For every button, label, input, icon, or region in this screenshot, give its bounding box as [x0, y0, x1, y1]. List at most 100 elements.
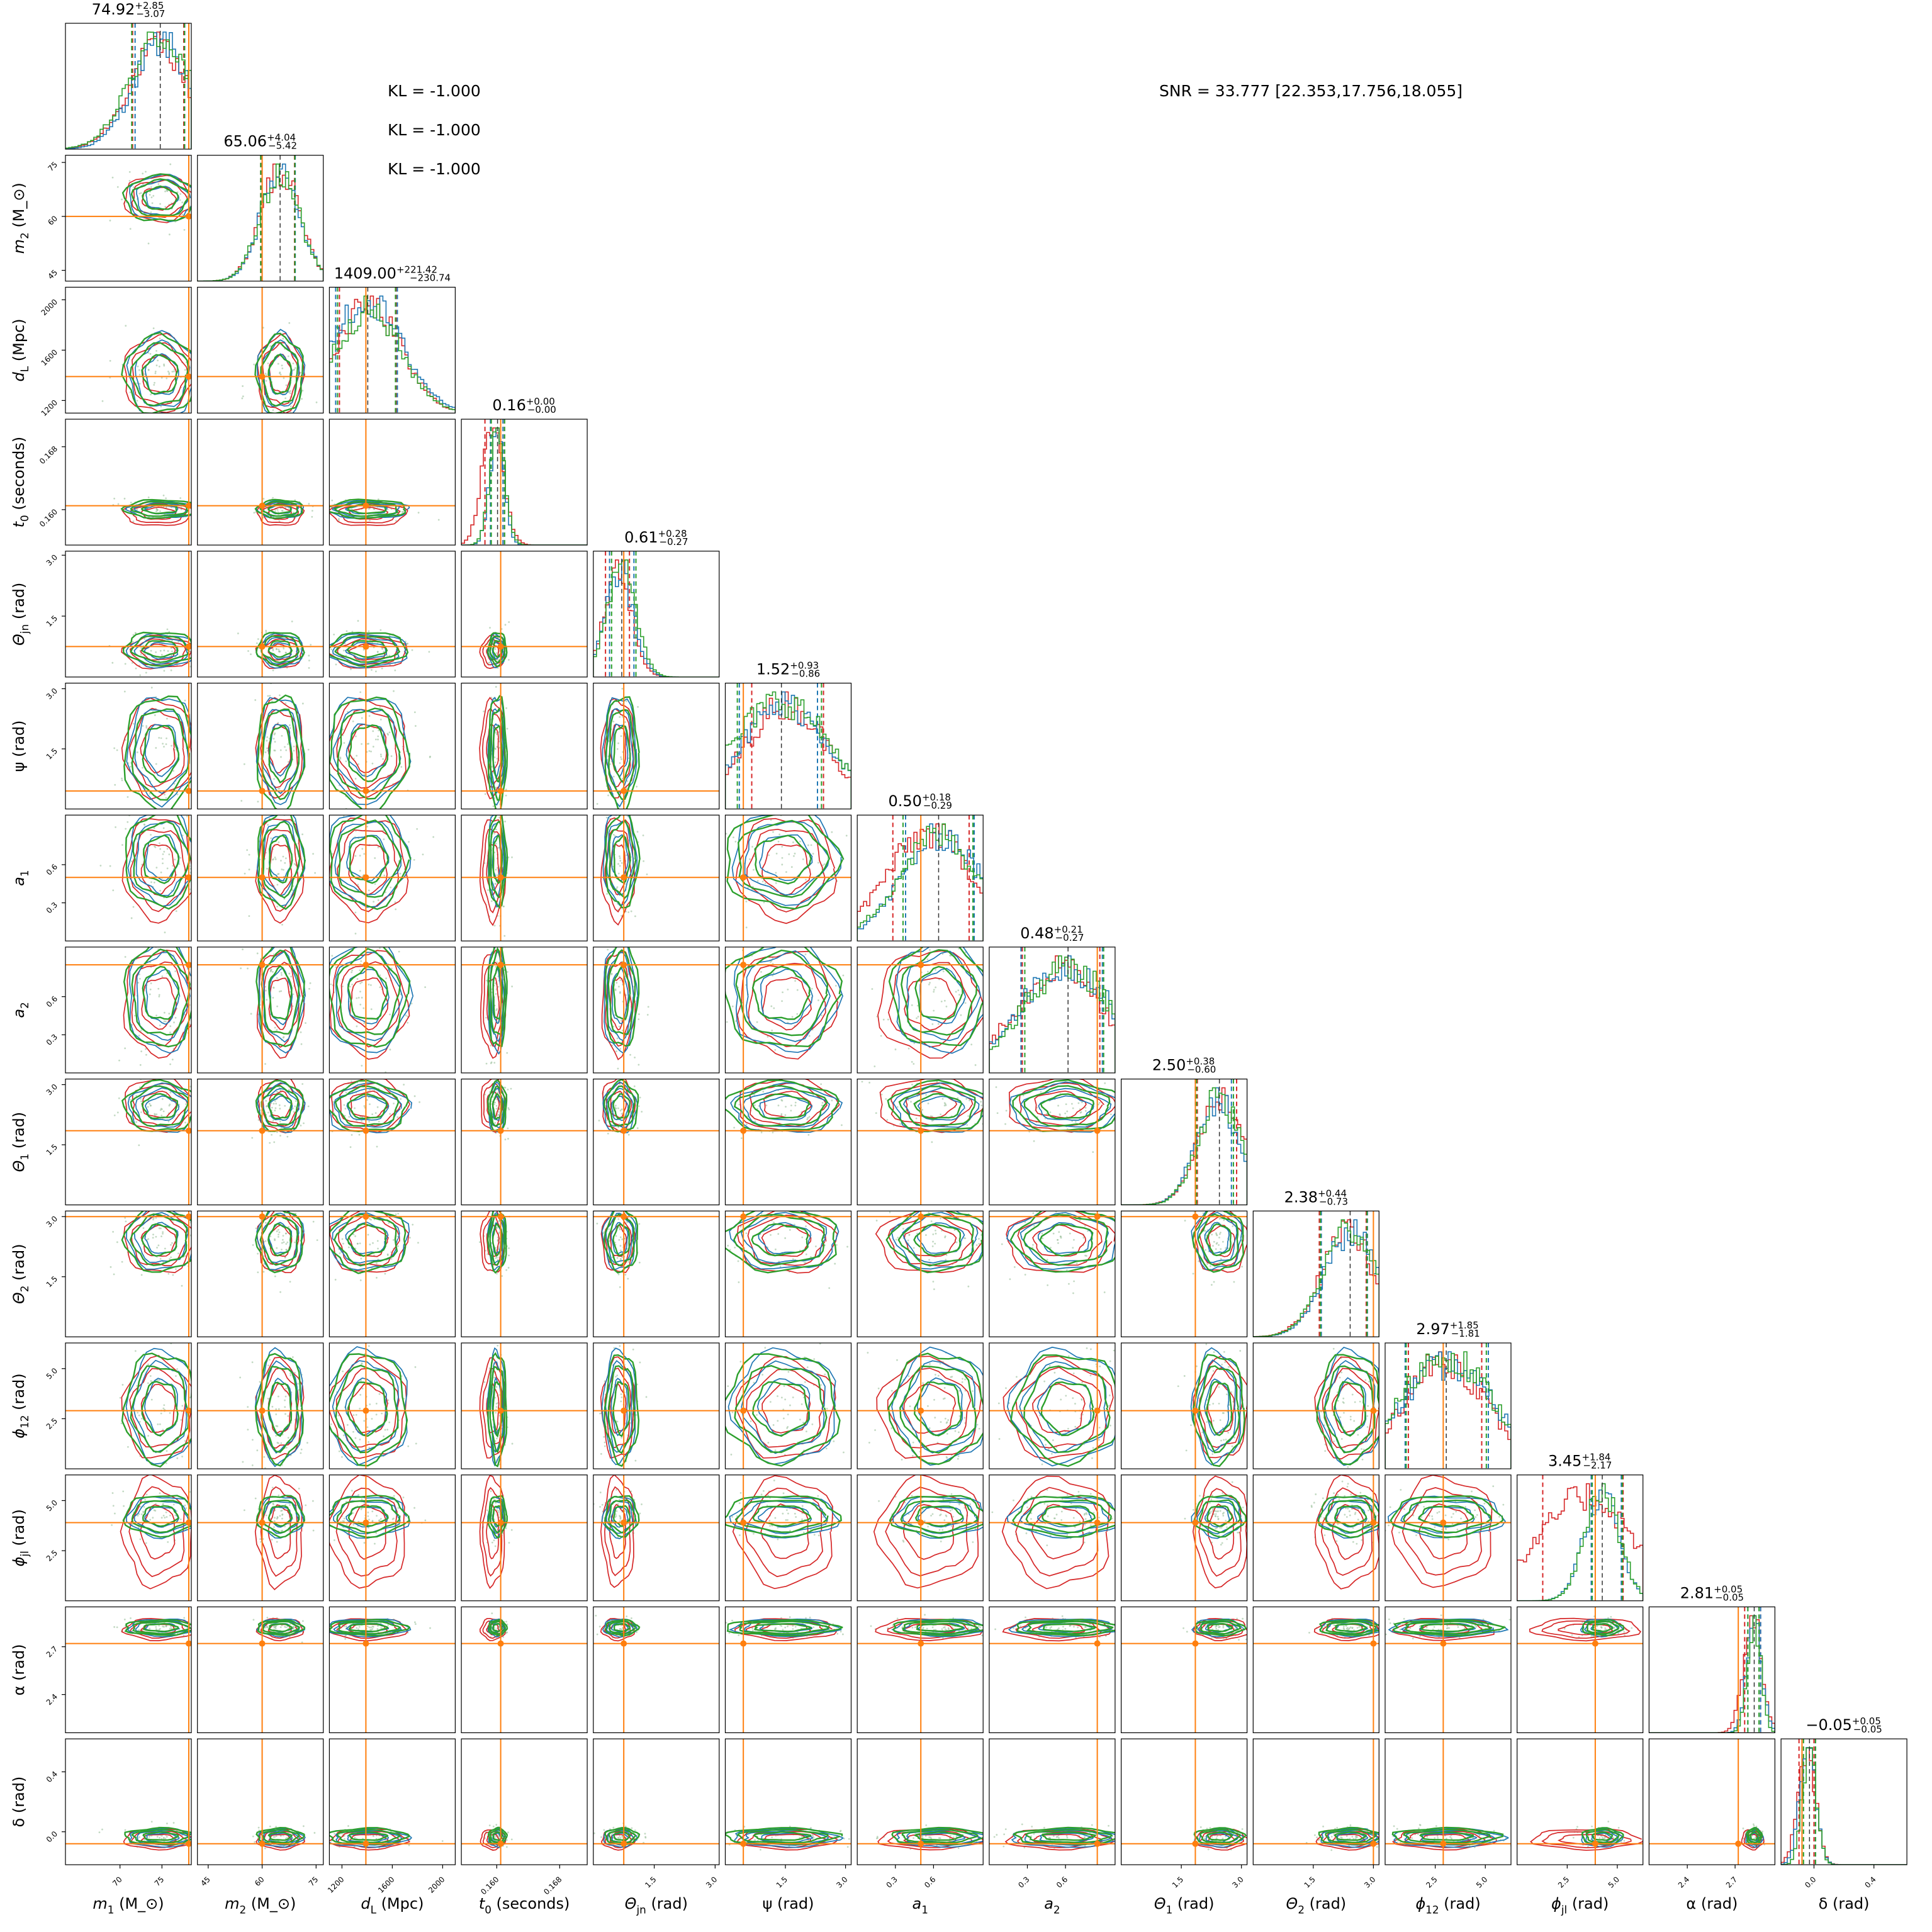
sample-point [1045, 1444, 1047, 1446]
sample-point [150, 1104, 152, 1107]
sample-point [352, 1414, 355, 1417]
sample-point [194, 1218, 196, 1220]
sample-point [339, 811, 340, 812]
sample-point [179, 497, 182, 499]
sample-point [308, 503, 310, 505]
sample-point [773, 1208, 775, 1210]
sample-point [159, 203, 161, 205]
sample-point [136, 382, 138, 385]
sample-point [764, 1347, 767, 1349]
y-tick-label: 0.6 [45, 862, 59, 877]
sample-point [1211, 1233, 1213, 1236]
contour-red [121, 818, 191, 924]
panel-frame [65, 1078, 192, 1206]
sample-point [1226, 1393, 1228, 1396]
sample-point [184, 699, 186, 702]
sample-point [159, 1258, 162, 1260]
sample-point [298, 1389, 300, 1391]
y-axis-label: t0 (seconds) [10, 437, 31, 528]
contour-green [130, 635, 190, 663]
contour-green [491, 1093, 503, 1120]
sample-point [1222, 1240, 1224, 1243]
sample-point [273, 733, 276, 736]
contour-green [734, 1085, 829, 1127]
panel-content [1121, 1343, 1247, 1469]
sample-point [272, 1119, 274, 1121]
sample-point [174, 1016, 177, 1019]
contour-blue [262, 820, 300, 897]
sample-point [822, 864, 824, 867]
sample-point [145, 726, 148, 729]
sample-point [637, 1105, 640, 1107]
sample-point [312, 875, 314, 877]
injection-point [362, 874, 369, 881]
sample-point [150, 186, 152, 188]
contour-green [334, 635, 401, 663]
sample-point [808, 1035, 811, 1037]
sample-point [284, 1413, 286, 1415]
sample-point [619, 860, 622, 862]
sample-point [350, 929, 352, 931]
injection-point [362, 502, 369, 509]
contour-green [751, 1093, 811, 1120]
sample-point [493, 1376, 495, 1379]
sample-point [281, 367, 284, 369]
sample-point [176, 1493, 177, 1495]
summary-title: 65.06+4.04−5.42 [223, 132, 297, 152]
contour-red [140, 844, 176, 896]
sample-point [1033, 1140, 1035, 1142]
sample-point [1008, 1402, 1011, 1404]
sample-point [986, 1106, 988, 1108]
sample-point [171, 744, 173, 747]
contour-blue [145, 969, 181, 1025]
contour-green [334, 1213, 398, 1267]
sample-point [1232, 1225, 1234, 1227]
sample-point [929, 982, 931, 984]
sample-point [301, 390, 304, 392]
sample-point [287, 761, 289, 763]
injection-point [259, 1407, 266, 1414]
sample-point [284, 1395, 287, 1398]
sample-point [339, 756, 342, 759]
sample-point [354, 1235, 356, 1237]
sample-point [279, 372, 281, 374]
sample-point [109, 359, 111, 362]
sample-point [171, 1059, 174, 1061]
sample-point [290, 975, 293, 978]
sample-point [842, 974, 845, 977]
sample-point [927, 1405, 929, 1407]
sample-point [831, 831, 833, 833]
sample-point [160, 871, 162, 873]
sample-point [428, 651, 430, 653]
sample-point [374, 936, 376, 938]
contour-red [348, 1224, 389, 1257]
panel-thetajn-vs-theta1 [593, 1078, 720, 1206]
sample-point [274, 1107, 277, 1109]
sample-point [144, 1483, 146, 1485]
sample-point [379, 753, 382, 756]
contour-blue [1020, 1087, 1112, 1128]
contour-red [261, 962, 300, 1048]
sample-point [424, 986, 427, 989]
sample-point [139, 674, 142, 677]
sample-point [361, 848, 364, 850]
sample-point [761, 1374, 763, 1376]
sample-point [278, 1231, 281, 1233]
sample-point [289, 1216, 291, 1219]
sample-point [284, 746, 286, 748]
sample-point [901, 1458, 903, 1461]
y-tick-label: 0.3 [45, 1033, 59, 1047]
sample-point [603, 1231, 605, 1233]
sample-point [1213, 1351, 1215, 1353]
panel-frame [329, 1210, 456, 1337]
contour-green [1010, 1354, 1115, 1468]
sample-point [627, 1189, 629, 1191]
sample-point [495, 1470, 497, 1472]
sample-point [615, 1050, 617, 1052]
sample-point [1067, 1355, 1070, 1357]
sample-point [896, 1359, 898, 1361]
sample-point [945, 1005, 948, 1008]
sample-point [170, 669, 172, 671]
y-tick-label: 75 [46, 160, 59, 173]
sample-point [825, 1447, 828, 1450]
